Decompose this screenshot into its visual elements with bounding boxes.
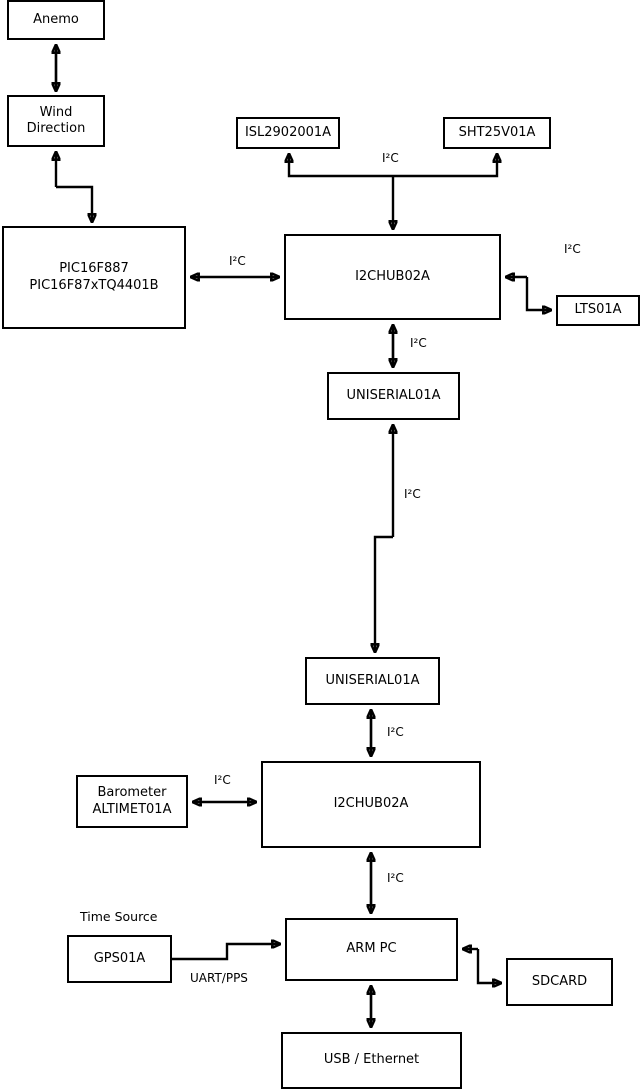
node-lts01a-label: LTS01A <box>574 302 622 318</box>
node-wind-direction-label: Wind Direction <box>26 104 86 136</box>
edge-label-hub-arm-i2c: I²C <box>386 871 405 886</box>
node-gps01a-label: GPS01A <box>93 950 146 966</box>
node-arm-pc-label: ARM PC <box>346 941 397 957</box>
edge-label-uniserial-hub-i2c: I²C <box>386 725 405 740</box>
node-sht25v01a-label: SHT25V01A <box>458 124 536 140</box>
wire-gps-arm <box>172 944 280 961</box>
wire-hub-lts-out <box>525 277 551 310</box>
node-uniserial01a-bottom[interactable]: UNISERIAL01A <box>305 657 440 705</box>
node-isl2902001a-label: ISL2902001A <box>244 124 332 140</box>
node-uniserial01a-bottom-label: UNISERIAL01A <box>325 672 420 688</box>
node-lts01a[interactable]: LTS01A <box>556 295 640 326</box>
wire-hub-sensorbus-left <box>289 154 393 178</box>
node-pic-microcontroller[interactable]: PIC16F887 PIC16F87xTQ4401B <box>2 226 186 329</box>
node-isl2902001a[interactable]: ISL2902001A <box>236 117 340 149</box>
edge-label-barometer-hub-i2c: I²C <box>213 773 232 788</box>
node-usb-ethernet-label: USB / Ethernet <box>323 1052 420 1068</box>
edge-label-hub-uniserial-i2c: I²C <box>409 336 428 351</box>
node-sdcard-label: SDCARD <box>531 973 588 989</box>
edge-label-uniserial-link-i2c: I²C <box>403 487 422 502</box>
edge-label-pic-hub-i2c: I²C <box>228 254 247 269</box>
node-uniserial01a-top[interactable]: UNISERIAL01A <box>327 372 460 420</box>
node-uniserial01a-top-label: UNISERIAL01A <box>346 387 441 403</box>
edge-label-gps-arm-uart: UART/PPS <box>189 971 249 986</box>
wire-hub-sensorbus-right <box>393 154 497 178</box>
wire-wind-to-pic-down <box>56 185 92 222</box>
node-i2chub02a-top[interactable]: I2CHUB02A <box>284 234 501 320</box>
wire-uniserial-link-down <box>375 535 393 652</box>
node-barometer-label: Barometer ALTIMET01A <box>92 785 172 817</box>
node-anemo[interactable]: Anemo <box>7 0 105 40</box>
node-i2chub02a-top-label: I2CHUB02A <box>355 268 430 284</box>
node-gps01a[interactable]: GPS01A <box>67 935 172 983</box>
node-i2chub02a-bottom-label: I2CHUB02A <box>333 796 409 812</box>
node-arm-pc[interactable]: ARM PC <box>285 918 458 981</box>
node-sdcard[interactable]: SDCARD <box>506 958 613 1006</box>
node-barometer-altimet01a[interactable]: Barometer ALTIMET01A <box>76 775 188 828</box>
node-sht25v01a[interactable]: SHT25V01A <box>443 117 551 149</box>
node-pic-label: PIC16F887 PIC16F87xTQ4401B <box>29 261 159 293</box>
node-usb-ethernet[interactable]: USB / Ethernet <box>281 1032 462 1089</box>
edge-label-hub-lts-i2c: I²C <box>563 242 582 257</box>
label-time-source: Time Source <box>80 909 158 924</box>
node-anemo-label: Anemo <box>33 11 79 27</box>
node-wind-direction[interactable]: Wind Direction <box>7 95 105 147</box>
edge-label-hub-sensors-i2c: I²C <box>381 151 400 166</box>
wire-arm-sdcard-out <box>476 949 501 983</box>
node-i2chub02a-bottom[interactable]: I2CHUB02A <box>261 761 481 848</box>
